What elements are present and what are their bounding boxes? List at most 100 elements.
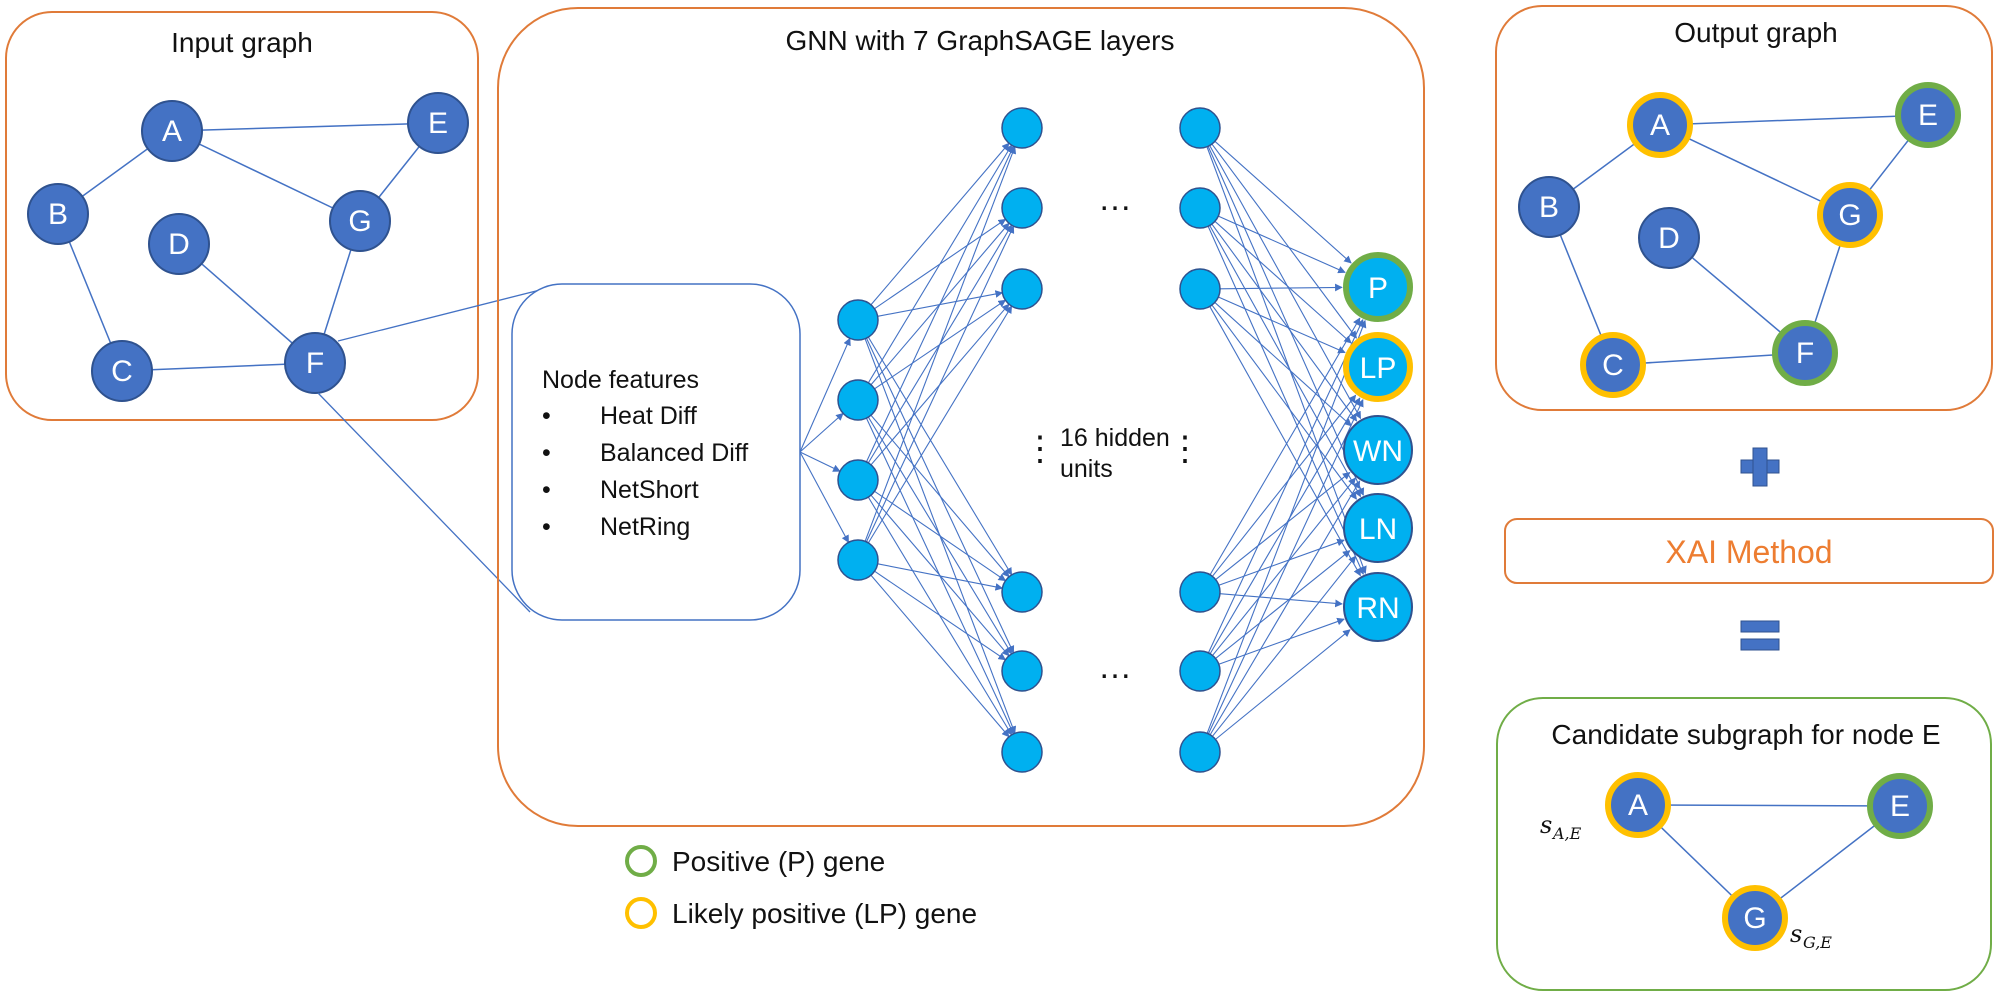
hidden-to-output-connection [1209, 306, 1361, 577]
hidden-unit [1001, 731, 1043, 773]
input-node-b-label: B [48, 198, 68, 231]
output-graph-frame [1495, 5, 1993, 411]
output-node-e-label: E [1918, 99, 1938, 132]
input-to-hidden-connection [870, 142, 1010, 306]
input-to-hidden-connection [865, 145, 1015, 463]
input-node-d: D [148, 213, 210, 275]
hidden-to-output-connection [1219, 593, 1343, 608]
score-g-e: s G,E [1790, 920, 1832, 952]
output-node-g: G [1817, 182, 1883, 248]
hidden-to-output-connection [1212, 477, 1356, 656]
input-graph-title: Input graph [171, 27, 313, 58]
output-node-b: B [1518, 176, 1580, 238]
feature-callout-lines [317, 289, 541, 613]
output-node-c: C [1580, 332, 1646, 398]
hidden-to-output-connection [1211, 304, 1357, 500]
callout-line-bottom [317, 392, 531, 613]
hidden-unit [1001, 650, 1043, 692]
input-node-d-label: D [168, 228, 190, 261]
output-ln-label: LN [1359, 513, 1397, 546]
input-node-g: G [329, 190, 391, 252]
input-to-hidden-connection [874, 490, 1007, 582]
output-layer: P LP WN LN RN [1343, 252, 1413, 642]
hidden-to-output-connection [1215, 471, 1351, 580]
score-a-e-subscript: A,E [1551, 824, 1582, 843]
legend-positive-label: Positive (P) gene [672, 846, 885, 877]
output-graph-title: Output graph [1674, 17, 1837, 48]
feature-bullet: • [542, 439, 551, 467]
hidden-to-output-connection [1218, 215, 1346, 274]
input-node-c-label: C [111, 355, 133, 388]
hidden-to-output-connection [1218, 296, 1346, 354]
node-features-box: Node features • Heat Diff • Balanced Dif… [511, 283, 801, 621]
candidate-node-e-label: E [1890, 790, 1910, 823]
score-g-e-symbol: s [1790, 920, 1802, 948]
output-rn-label: RN [1356, 592, 1399, 625]
legend-positive-marker [625, 845, 657, 877]
hidden-to-output-connection [1218, 617, 1345, 665]
ellipsis-top: … [1098, 180, 1132, 218]
output-node-a: A [1627, 92, 1693, 158]
output-p-label: P [1368, 272, 1388, 305]
input-node-f-label: F [306, 347, 324, 380]
hidden-unit [1001, 571, 1043, 613]
hidden-to-output-connection [1214, 302, 1352, 427]
plus-icon [1740, 447, 1780, 487]
hidden-to-output-connection [1209, 397, 1361, 655]
input-graph-panel: Input graph A B C [5, 11, 479, 421]
input-to-hidden-connection [877, 563, 1004, 591]
ellipsis-bottom: … [1098, 648, 1132, 686]
output-node-f: F [1772, 320, 1838, 386]
output-node-d: D [1638, 207, 1700, 269]
candidate-subgraph-title: Candidate subgraph for node E [1551, 719, 1940, 750]
input-node-f: F [284, 332, 346, 394]
input-node-c: C [91, 340, 153, 402]
feature-bullet: • [542, 513, 551, 541]
input-to-hidden-connection [865, 225, 1015, 543]
input-graph-edges [57, 122, 439, 372]
hidden-to-output-connection [1219, 283, 1343, 292]
edge-a-g [171, 130, 361, 222]
feature-netring: NetRing [600, 513, 690, 541]
edge-c-f [121, 362, 316, 372]
hidden-unit [1179, 268, 1221, 310]
input-unit [837, 459, 879, 501]
input-to-hidden-connection [870, 414, 1010, 578]
candidate-node-g: G [1722, 885, 1788, 951]
feature-netshort: NetShort [600, 476, 699, 504]
input-node-a: A [141, 100, 203, 162]
input-graph-nodes: A B C D E F G [27, 92, 469, 402]
input-to-hidden-connection [867, 144, 1013, 384]
hidden-unit [1001, 268, 1043, 310]
input-to-hidden-connection [864, 145, 1017, 542]
score-a-e-symbol: s [1540, 811, 1552, 839]
candidate-node-e: E [1867, 773, 1933, 839]
hidden-to-output-connection [1215, 550, 1351, 659]
candidate-subgraph-frame [1496, 697, 1992, 991]
input-node-e-label: E [428, 107, 448, 140]
feature-balanced-diff: Balanced Diff [600, 439, 748, 467]
hidden-layer-first [1001, 107, 1043, 773]
edge-a-e [1659, 114, 1929, 126]
hidden-to-output-connection [1209, 145, 1362, 420]
candidate-node-a: A [1605, 772, 1671, 838]
feature-to-input-connection [799, 337, 851, 453]
hidden-to-output-connection [1215, 629, 1351, 740]
hidden-to-output-connection [1206, 319, 1367, 734]
output-lp: LP [1343, 332, 1413, 402]
edge-a-g [1659, 124, 1851, 216]
input-unit [837, 539, 879, 581]
feature-bullet: • [542, 476, 551, 504]
output-node-g-label: G [1838, 199, 1861, 232]
feature-to-input-connection [799, 451, 850, 544]
ellipsis-vertical-left: ⋮ [1023, 430, 1057, 468]
callout-line-top [337, 289, 541, 342]
hidden-unit [1001, 107, 1043, 149]
output-wn: WN [1343, 415, 1413, 485]
output-graph-nodes: A B C D E F G [1518, 82, 1961, 398]
hidden-to-output-connection [1211, 223, 1358, 422]
hidden-unit [1179, 187, 1221, 229]
hidden-to-output-connection [1207, 398, 1364, 735]
hidden-layer-last [1179, 107, 1221, 773]
hidden-to-output-connection [1207, 318, 1364, 654]
